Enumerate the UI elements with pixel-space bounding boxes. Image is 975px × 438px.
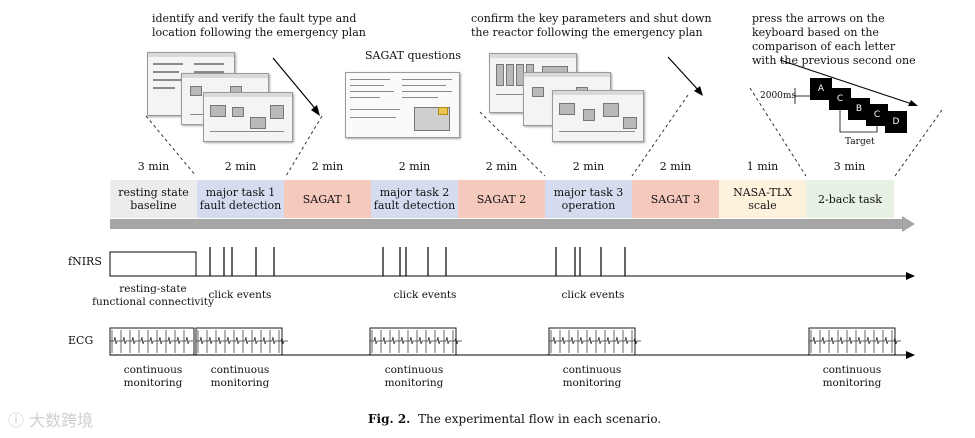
figure-caption-text: The experimental flow in each scenario.: [418, 412, 662, 426]
duration-label: 2 min: [485, 160, 518, 173]
duration-label: 2 min: [659, 160, 692, 173]
ecg-trace: [549, 336, 641, 345]
interface-screenshot: [552, 90, 644, 142]
phase-sagat-2: SAGAT 2: [458, 180, 545, 218]
fault-task-note: identify and verify the fault type and l…: [152, 12, 366, 39]
watermark-logo: ⓘ 大数跨境: [8, 407, 93, 431]
ecg-trace: [110, 336, 193, 345]
phase-sagat-3: SAGAT 3: [632, 180, 719, 218]
watermark-icon: ⓘ: [8, 411, 25, 430]
nback-task-note: press the arrows on the keyboard based o…: [752, 12, 916, 67]
click-events-label: click events: [561, 289, 625, 301]
letter-card: C: [866, 104, 888, 126]
click-events-label: click events: [208, 289, 272, 301]
reactor-task-note: confirm the key parameters and shut down…: [471, 12, 712, 39]
duration-label: 2 min: [572, 160, 605, 173]
duration-label: 1 min: [746, 160, 779, 173]
letter-card: D: [885, 111, 907, 133]
phase-2-back-task: 2-back task: [806, 180, 894, 218]
ecg-trace: [809, 336, 901, 345]
duration-label: 2 min: [398, 160, 431, 173]
duration-label: 3 min: [137, 160, 170, 173]
duration-label: 2 min: [311, 160, 344, 173]
ecg-trace: [370, 336, 462, 345]
figure-caption: Fig. 2. The experimental flow in each sc…: [368, 412, 661, 426]
timeline-arrow: [110, 216, 915, 232]
ecg-trace: [196, 336, 288, 345]
letter-card: B: [848, 98, 870, 120]
resting-connectivity-label: resting-state functional connectivity: [92, 283, 214, 308]
sagat-questions-screenshot: [345, 72, 460, 138]
interface-screenshot: [203, 92, 293, 142]
phase-sagat-1: SAGAT 1: [284, 180, 371, 218]
letter-card: C: [829, 88, 851, 110]
interval-label: 2000ms: [760, 91, 797, 101]
click-events-label: click events: [393, 289, 457, 301]
figure-number: Fig. 2.: [368, 412, 411, 426]
duration-label: 3 min: [833, 160, 866, 173]
duration-label: 2 min: [224, 160, 257, 173]
ecg-label: ECG: [68, 334, 94, 347]
letter-card: A: [810, 78, 832, 100]
target-label: Target: [845, 137, 875, 147]
fnirs-label: fNIRS: [68, 255, 102, 268]
watermark-text: 大数跨境: [29, 411, 94, 430]
sagat-questions-note: SAGAT questions: [365, 49, 462, 62]
